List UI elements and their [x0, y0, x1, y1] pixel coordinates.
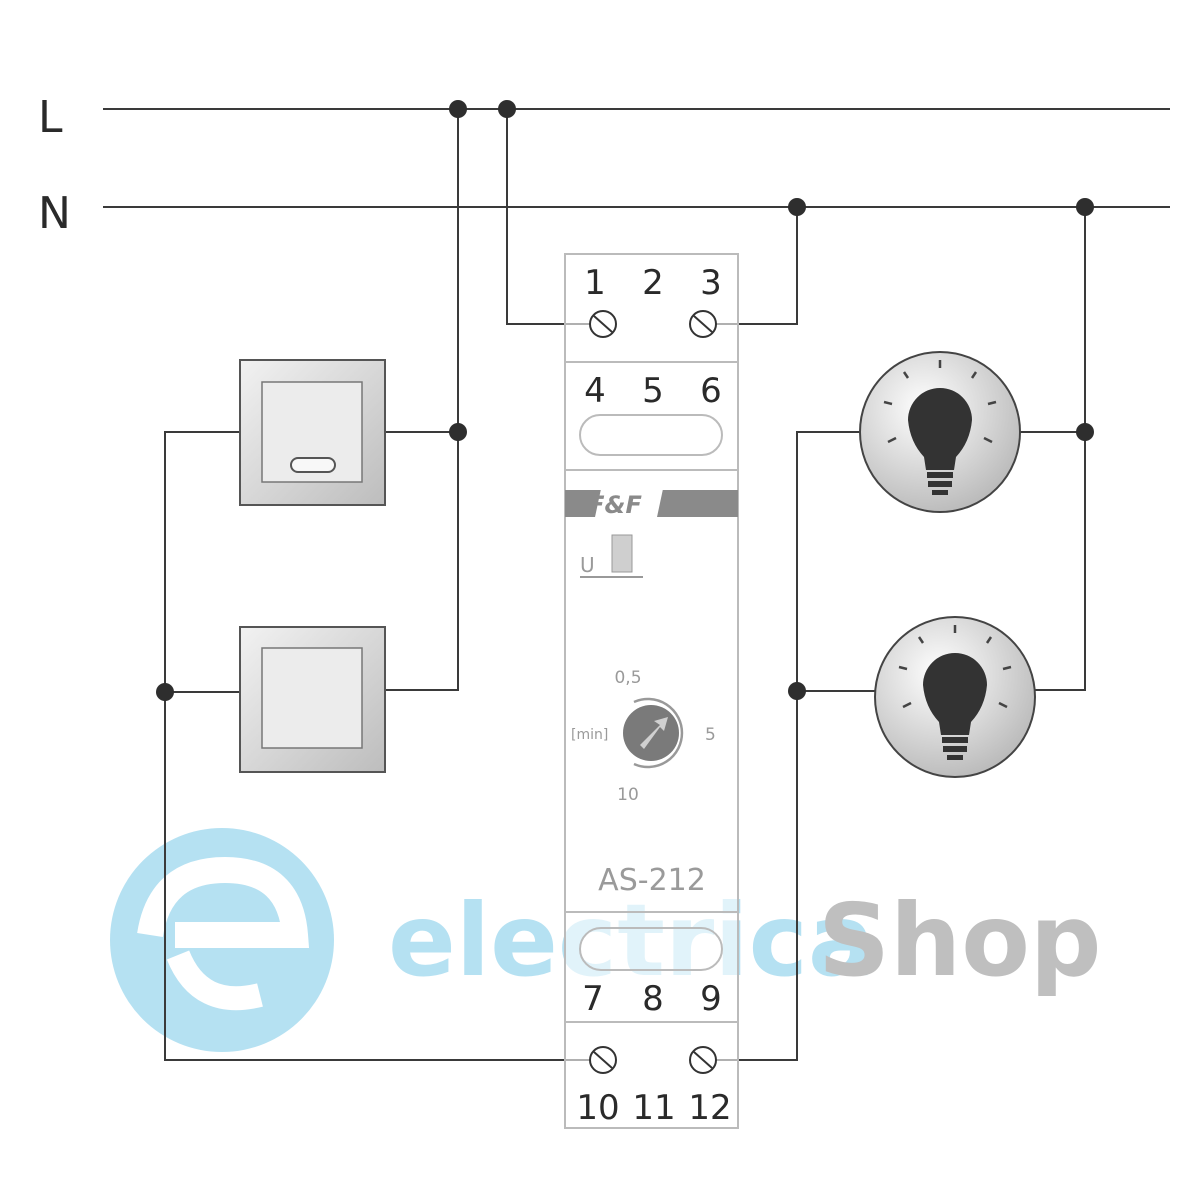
- terminal-label-4: 4: [584, 371, 606, 411]
- power-indicator-led: [611, 534, 633, 573]
- screw-terminal-icon: [689, 310, 717, 338]
- screw-terminal-icon: [589, 1046, 617, 1074]
- junction-dots: [156, 100, 1094, 701]
- terminal-label-2: 2: [642, 263, 664, 303]
- indicator-label: U: [580, 553, 595, 577]
- line-label: L: [38, 92, 63, 143]
- terminal-label-11: 11: [632, 1088, 675, 1128]
- knob-scale-mid: 5: [705, 725, 716, 745]
- terminal-label-8: 8: [642, 979, 664, 1019]
- terminal-label-9: 9: [700, 979, 722, 1019]
- arrow-icon: [640, 717, 668, 749]
- terminal-label-7: 7: [582, 979, 604, 1019]
- terminal-label-5: 5: [642, 371, 664, 411]
- terminal-label-1: 1: [584, 263, 606, 303]
- terminal-label-6: 6: [700, 371, 722, 411]
- terminal-label-10: 10: [576, 1088, 619, 1128]
- screw-terminal-icon: [689, 1046, 717, 1074]
- knob-scale-max: 10: [617, 785, 639, 805]
- terminal-label-12: 12: [688, 1088, 731, 1128]
- lamp-2: [874, 616, 1036, 778]
- knob-unit: [min]: [571, 727, 608, 743]
- terminal-label-3: 3: [700, 263, 722, 303]
- brand-logo: F&F: [588, 491, 642, 519]
- wires: [103, 108, 1170, 1061]
- knob-scale-min: 0,5: [614, 668, 641, 688]
- time-setting-knob[interactable]: [623, 705, 679, 761]
- light-bulb-icon: [898, 625, 1012, 760]
- push-button-switch-1: [239, 359, 386, 506]
- neutral-label: N: [38, 188, 71, 239]
- push-button-switch-2: [239, 626, 386, 773]
- staircase-timer-device: 1 2 3 4 5 6 F&F U 0,5 5 10 [min] AS-212 …: [564, 253, 739, 1129]
- model-label: AS-212: [598, 863, 706, 898]
- indicator-slot-icon: [290, 457, 336, 473]
- light-bulb-icon: [883, 360, 997, 495]
- lamp-1: [859, 351, 1021, 513]
- watermark-text-shop: Shop: [818, 882, 1102, 999]
- screw-terminal-icon: [589, 310, 617, 338]
